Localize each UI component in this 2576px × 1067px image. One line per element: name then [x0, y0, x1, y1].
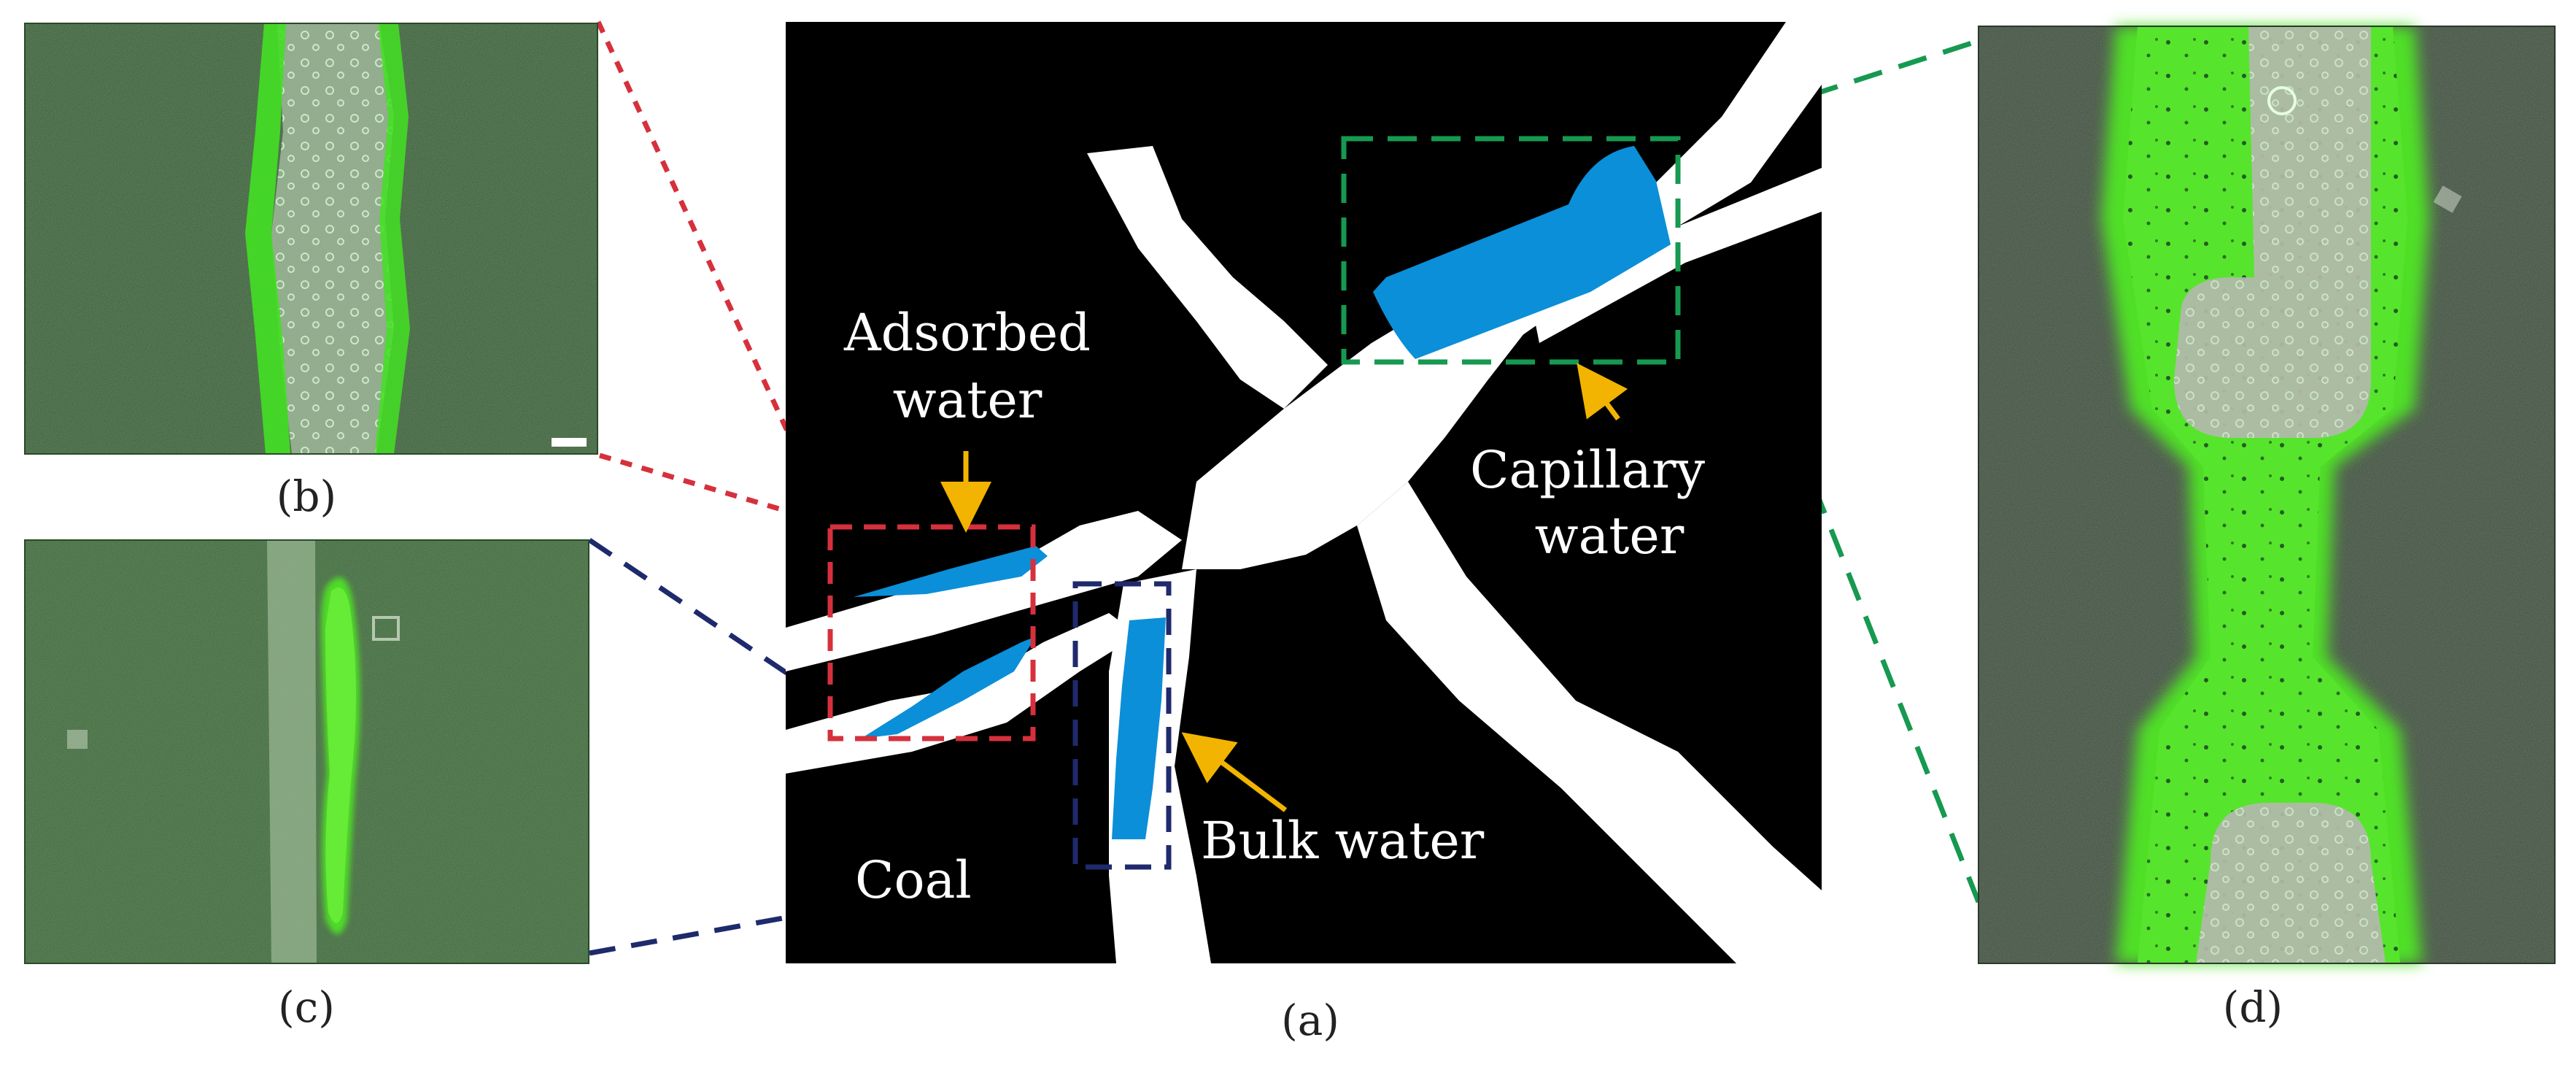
bulk-water: [1112, 617, 1166, 839]
panel-b-micrograph: [24, 23, 598, 455]
panel-c-caption: (c): [278, 982, 335, 1032]
adsorbed-water-box: [827, 524, 1036, 741]
bulk-water-box: [1072, 581, 1172, 870]
adsorbed-water-label-line1: Adsorbed: [843, 303, 1091, 363]
adsorbed-water-label-line2: water: [893, 370, 1043, 430]
panel-c-micrograph: [24, 539, 589, 964]
panel-a-caption: (a): [1281, 995, 1339, 1045]
capillary-water-box: [1341, 136, 1681, 365]
coal-label: Coal: [855, 850, 972, 910]
capillary-water: [1373, 146, 1671, 359]
capillary-water-label-line1: Capillary: [1470, 440, 1705, 500]
bulk-water-label: Bulk water: [1201, 811, 1485, 871]
adsorbed-water-upper: [854, 546, 1048, 597]
panel-b-scale-bar: [552, 438, 587, 447]
panel-b-caption: (b): [276, 471, 336, 521]
panel-d-caption: (d): [2223, 982, 2283, 1032]
panel-d-micrograph: [1978, 26, 2556, 964]
panel-b-adsorbed-water-right: [375, 23, 410, 454]
bulk-water-arrow: [1181, 732, 1288, 812]
adsorbed-water-lower: [861, 636, 1036, 739]
panel-b-pore-bubbles: [271, 23, 394, 454]
panel-c-pore-channel: [267, 540, 317, 963]
panel-b-adsorbed-water-left: [245, 23, 290, 454]
capillary-water-arrow: [1577, 363, 1628, 421]
panel-a-schematic: Adsorbed water Capillary water Bulk wate…: [786, 22, 1822, 963]
water-regions: [854, 146, 1671, 839]
capillary-water-label-line2: water: [1535, 506, 1685, 566]
